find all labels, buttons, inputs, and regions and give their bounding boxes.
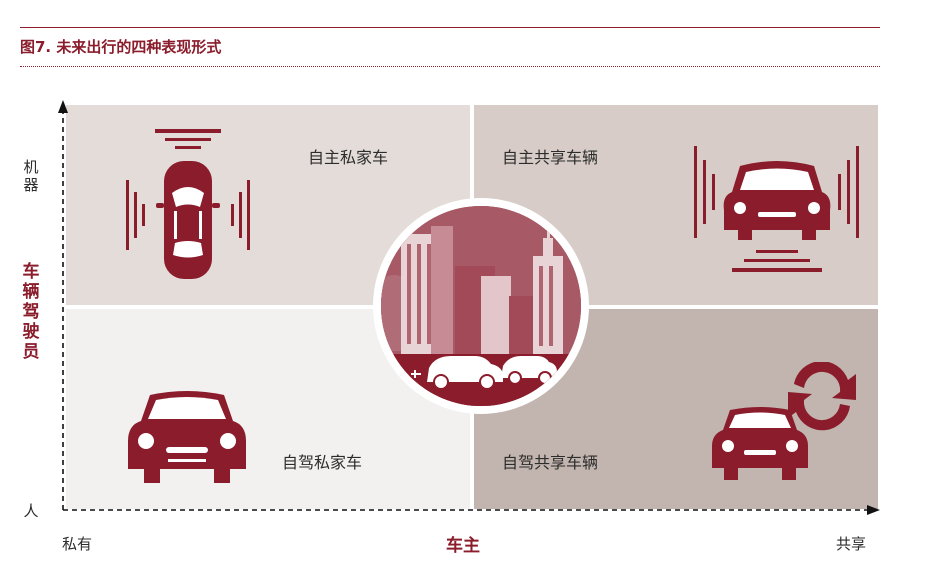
car-top-view-sensing-icon	[126, 129, 250, 279]
label-selfdrive-shared: 自驾共享车辆	[502, 453, 599, 472]
car-front-icon	[128, 391, 246, 483]
car-sharing-refresh-icon	[712, 362, 856, 480]
dotted-rule	[20, 66, 880, 67]
label-selfdrive-private: 自驾私家车	[282, 453, 363, 472]
label-autonomous-private: 自主私家车	[308, 148, 389, 167]
x-axis-right-label: 共享	[836, 535, 867, 553]
x-axis-title: 车主	[446, 536, 480, 556]
top-rule	[20, 27, 880, 28]
y-axis-title: 车辆驾驶员	[22, 262, 40, 362]
x-axis-left-label: 私有	[62, 535, 93, 553]
y-axis-top-label: 机器	[23, 158, 39, 194]
figure-title: 图7. 未来出行的四种表现形式	[20, 38, 222, 56]
y-axis-bottom-label: 人	[23, 502, 39, 520]
label-autonomous-shared: 自主共享车辆	[502, 148, 599, 167]
city-ev-icon	[373, 198, 589, 414]
car-front-sensing-icon	[694, 146, 859, 272]
